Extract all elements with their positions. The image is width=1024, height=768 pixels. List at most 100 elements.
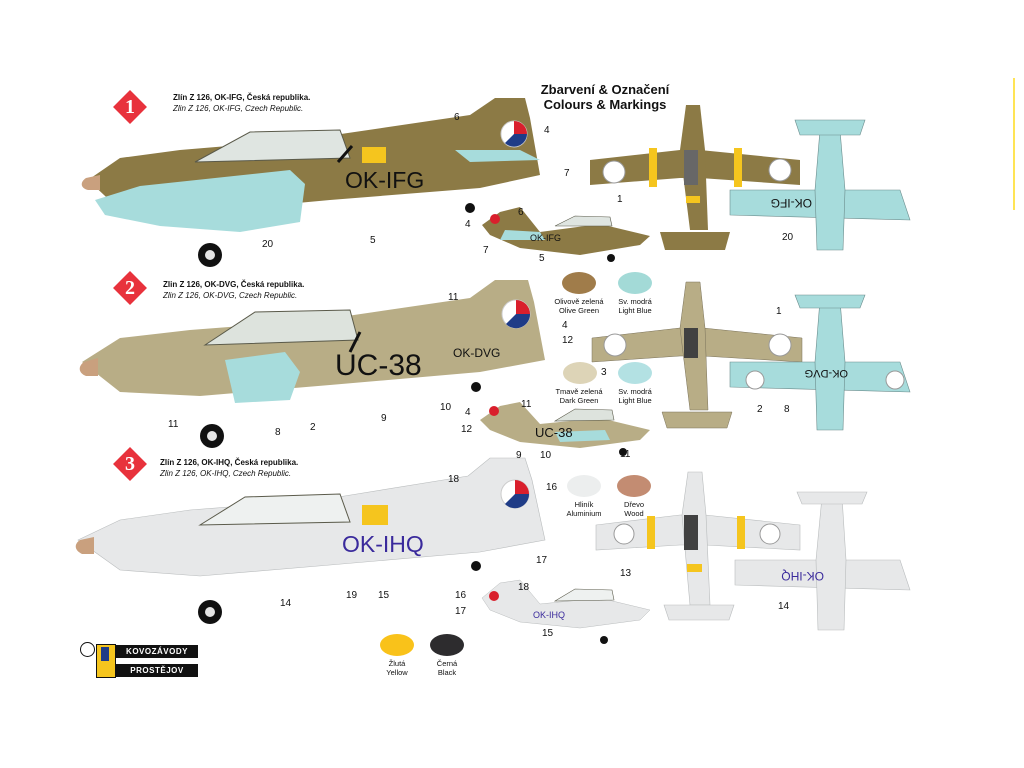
callout: 16	[455, 590, 467, 601]
swatch-dark-green	[563, 362, 597, 384]
callout: 15	[542, 628, 554, 639]
scheme2-mini-registration: UC-38	[535, 425, 573, 440]
callout: 4	[544, 125, 550, 136]
scheme3-mini-registration: OK-IHQ	[533, 610, 565, 620]
scheme3-badge-number: 3	[125, 453, 135, 475]
callout: 12	[461, 424, 473, 435]
callout: 6	[454, 112, 460, 123]
callout: 11	[620, 449, 631, 460]
callout: 10	[440, 402, 452, 413]
scheme2-caption-en: Zlin Z 126, OK-DVG, Czech Republic.	[163, 291, 298, 300]
scheme2-underside-registration: OK-DVG	[805, 367, 848, 379]
logo-text-bottom: PROSTĚJOV	[116, 664, 198, 677]
scheme1-underside-view	[729, 119, 911, 251]
scheme3-caption-en: Zlin Z 126, OK-IHQ, Czech Republic.	[160, 469, 292, 478]
callout: 9	[381, 413, 387, 424]
callout: 14	[778, 601, 790, 612]
swatch-light-blue-1	[618, 272, 652, 294]
callout: 1	[617, 194, 623, 205]
swatch-aluminium	[567, 475, 601, 497]
scheme2-badge-number: 2	[125, 277, 135, 299]
callout: 4	[465, 407, 471, 418]
scheme2-secondary-registration: OK-DVG	[453, 346, 500, 360]
callout: 11	[521, 399, 532, 410]
scheme3-top-view	[595, 471, 801, 621]
callout: 5	[370, 235, 376, 246]
callout: 13	[620, 568, 632, 579]
logo-text-top: KOVOZÁVODY	[116, 645, 198, 658]
callout: 4	[562, 320, 568, 331]
kovozavody-logo: KOVOZÁVODY PROSTĚJOV	[80, 642, 198, 678]
scheme3-side-view	[75, 457, 546, 624]
scheme2-caption-cz: Zlin Z 126, OK-DVG, Česká republika.	[163, 280, 305, 289]
scheme2-underside-view	[729, 294, 911, 431]
scheme1-top-view	[590, 105, 800, 250]
scheme1-caption-en: Zlin Z 126, OK-IFG, Czech Republic.	[173, 104, 304, 113]
callout: 17	[536, 555, 548, 566]
scheme1-registration: OK-IFG	[345, 167, 424, 193]
scheme2-caption: Zlin Z 126, OK-DVG, Česká republika. Zli…	[163, 279, 304, 301]
callout: 14	[280, 598, 292, 609]
scheme2-side-view	[79, 280, 545, 448]
callout: 12	[562, 335, 574, 346]
scheme3-caption-cz: Zlín Z 126, OK-IHQ, Česká republika.	[160, 458, 299, 467]
scheme2-registration: UC-38	[335, 349, 422, 382]
callout: 15	[378, 590, 390, 601]
title-block: Zbarvení & Označení Colours & Markings	[490, 82, 720, 112]
callout: 3	[601, 367, 607, 378]
callout: 20	[262, 239, 274, 250]
swatch-wood	[617, 475, 651, 497]
scheme1-mini-registration: OK-IFG	[530, 233, 561, 243]
callout: 11	[448, 292, 459, 303]
scheme1-side-view	[81, 98, 540, 267]
title-line1: Zbarvení & Označení	[540, 82, 670, 97]
scheme1-caption-cz: Zlín Z 126, OK-IFG, Česká republika.	[173, 93, 311, 102]
scheme3-mini-view	[481, 579, 651, 644]
callout: 18	[518, 582, 530, 593]
callout: 19	[346, 590, 358, 601]
scheme2-mini-view	[480, 402, 650, 456]
scheme3-registration: OK-IHQ	[342, 531, 424, 557]
scheme2-top-view	[591, 281, 803, 429]
scheme1-badge-number: 1	[125, 96, 135, 118]
callout: 1	[776, 306, 782, 317]
callout: 20	[782, 232, 794, 243]
callout: 7	[483, 245, 489, 256]
callout: 2	[757, 404, 763, 415]
callout: 9	[516, 450, 522, 461]
scheme1-underside-registration: OK-IFG	[771, 196, 812, 210]
logo-shield-k	[101, 647, 109, 661]
callout: 7	[564, 168, 570, 179]
scheme3-caption: Zlín Z 126, OK-IHQ, Česká republika. Zli…	[160, 457, 298, 479]
callout: 8	[784, 404, 790, 415]
callout: 10	[540, 450, 552, 461]
callout: 8	[275, 427, 281, 438]
scheme1-mini-view	[482, 207, 650, 262]
logo-emblem	[80, 642, 95, 657]
scheme1-caption: Zlín Z 126, OK-IFG, Česká republika. Zli…	[173, 92, 310, 114]
swatch-light-blue-2	[618, 362, 652, 384]
callout: 11	[168, 419, 179, 430]
callout: 6	[518, 207, 524, 218]
scheme3-underside-registration: OK-IHQ	[781, 569, 824, 583]
title-line2: Colours & Markings	[543, 97, 667, 112]
callout: 17	[455, 606, 467, 617]
callout: 5	[539, 253, 545, 264]
scheme3-underside-view	[734, 491, 911, 631]
swatch-black	[430, 634, 464, 656]
callout: 2	[310, 422, 316, 433]
swatch-olive-green	[562, 272, 596, 294]
callout: 4	[465, 219, 471, 230]
callout: 18	[448, 474, 460, 485]
callout: 16	[546, 482, 558, 493]
swatch-yellow	[380, 634, 414, 656]
